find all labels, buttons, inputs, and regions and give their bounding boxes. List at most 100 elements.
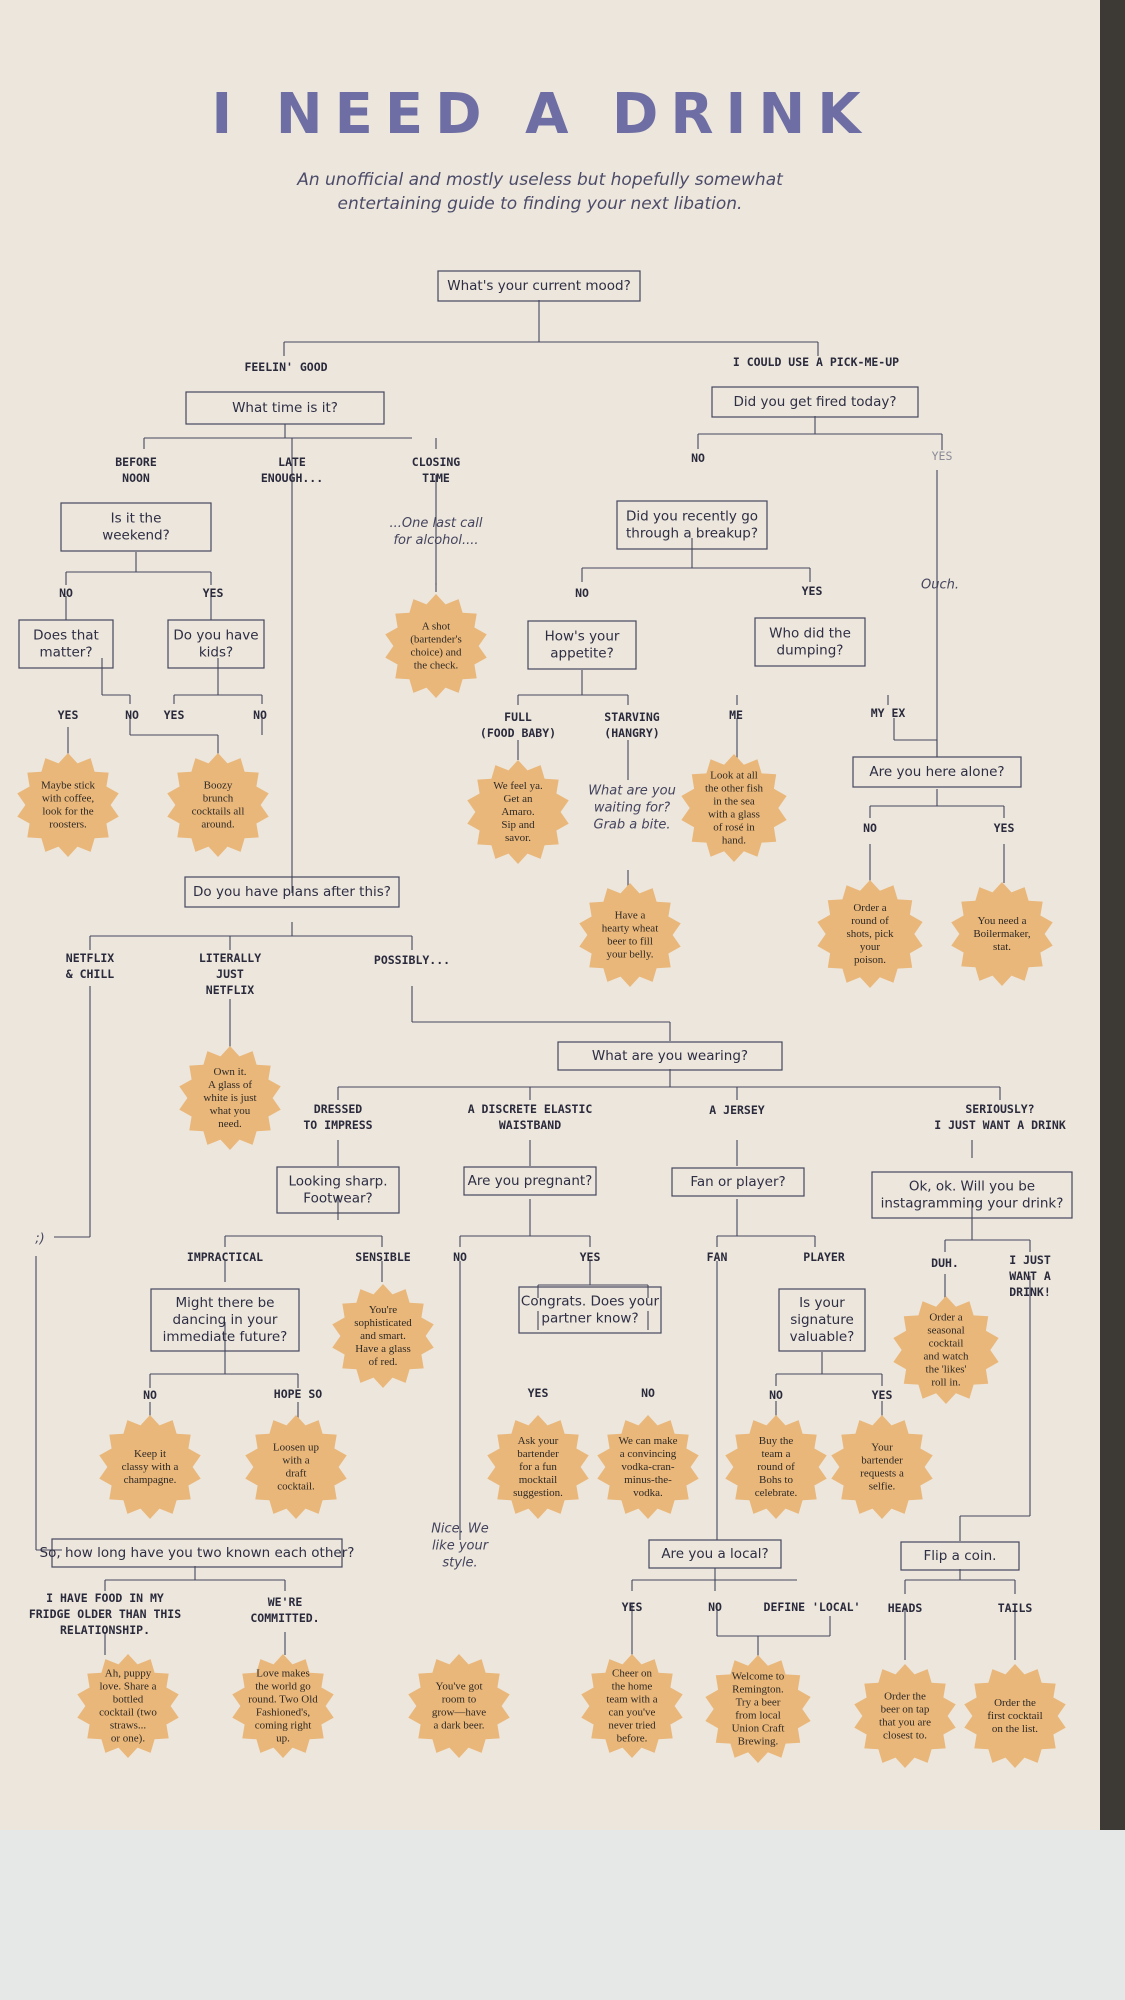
branch-label-possibly: POSSIBLY... bbox=[374, 953, 450, 967]
branch-label-my-ex: MY EX bbox=[871, 706, 906, 720]
branch-label-fired-no: NO bbox=[691, 451, 705, 465]
branch-label-sig-yes: YES bbox=[872, 1388, 893, 1402]
question-insta bbox=[871, 1171, 1073, 1219]
question-pregnant bbox=[463, 1166, 597, 1196]
answer-starburst-shot bbox=[385, 594, 487, 698]
branch-label-tails: TAILS bbox=[998, 1601, 1033, 1615]
question-text-known: So, how long have you two known each oth… bbox=[40, 1545, 355, 1561]
branch-label-pick-me-up: I COULD USE A PICK-ME-UP bbox=[733, 355, 899, 369]
answer-starburst-remington bbox=[705, 1655, 811, 1763]
branch-label-full: FULL(FOOD BABY) bbox=[480, 710, 556, 740]
answer-starburst-seasonal bbox=[893, 1296, 999, 1404]
question-text-time: What time is it? bbox=[232, 400, 338, 416]
question-text-local: Are you a local? bbox=[661, 1546, 768, 1562]
branch-label-local-yes: YES bbox=[622, 1600, 643, 1614]
question-known bbox=[51, 1538, 343, 1568]
branch-label-duh: DUH. bbox=[931, 1256, 959, 1270]
question-breakup bbox=[616, 500, 768, 550]
branch-label-player-lbl: PLAYER bbox=[803, 1250, 845, 1264]
question-alone bbox=[852, 756, 1022, 788]
branch-label-fan-lbl: FAN bbox=[707, 1250, 728, 1264]
branch-label-heads: HEADS bbox=[888, 1601, 923, 1615]
answer-starburst-mocktail bbox=[487, 1415, 589, 1519]
branch-label-breakup-yes: YES bbox=[802, 584, 823, 598]
branch-label-alone-yes: YES bbox=[994, 821, 1015, 835]
note-ouch: Ouch. bbox=[921, 578, 959, 593]
question-kids bbox=[167, 619, 265, 669]
answer-starburst-draft bbox=[245, 1415, 347, 1519]
answer-starburst-home-team bbox=[581, 1654, 683, 1758]
question-text-coin: Flip a coin. bbox=[924, 1548, 997, 1564]
question-partner bbox=[518, 1286, 662, 1334]
answer-starburst-coffee bbox=[17, 753, 119, 857]
answer-starburst-brunch bbox=[167, 753, 269, 857]
branch-label-preg-yes: YES bbox=[580, 1250, 601, 1264]
answer-starburst-dark-beer bbox=[408, 1654, 510, 1758]
answer-starburst-bohs bbox=[725, 1415, 827, 1519]
branch-label-matter-no: NO bbox=[125, 708, 139, 722]
question-signature bbox=[778, 1288, 866, 1352]
poster-subtitle: An unofficial and mostly useless but hop… bbox=[296, 170, 784, 214]
question-fired bbox=[711, 386, 919, 418]
branch-label-dance-no: NO bbox=[143, 1388, 157, 1402]
branch-label-alone-no: NO bbox=[863, 821, 877, 835]
branch-label-fired-yes: YES bbox=[932, 449, 953, 463]
branch-label-preg-no: NO bbox=[453, 1250, 467, 1264]
question-text-pregnant: Are you pregnant? bbox=[468, 1173, 593, 1189]
answer-starburst-vodka bbox=[597, 1415, 699, 1519]
branch-label-local-no: NO bbox=[708, 1600, 722, 1614]
wall-edge bbox=[1100, 0, 1125, 1830]
question-fan bbox=[671, 1167, 805, 1197]
answer-starburst-white bbox=[179, 1046, 281, 1150]
question-wearing bbox=[557, 1041, 783, 1071]
poster bbox=[0, 0, 1110, 1830]
branch-label-impractical: IMPRACTICAL bbox=[187, 1250, 263, 1264]
question-weekend bbox=[60, 502, 212, 552]
question-text-fan: Fan or player? bbox=[690, 1174, 785, 1190]
answer-starburst-red bbox=[332, 1284, 434, 1388]
question-dumping bbox=[754, 617, 866, 667]
question-text-alone: Are you here alone? bbox=[869, 764, 1004, 780]
branch-label-weekend-no: NO bbox=[59, 586, 73, 600]
branch-label-starving: STARVING(HANGRY) bbox=[604, 710, 659, 740]
question-time bbox=[185, 391, 385, 425]
question-text-mood: What's your current mood? bbox=[447, 278, 631, 294]
question-appetite bbox=[527, 620, 637, 670]
answer-starburst-amaro bbox=[467, 760, 569, 864]
question-text-fired: Did you get fired today? bbox=[733, 394, 896, 410]
answer-starburst-puppy bbox=[77, 1654, 179, 1758]
branch-label-breakup-no: NO bbox=[575, 586, 589, 600]
question-coin bbox=[900, 1541, 1020, 1571]
branch-label-matter-yes: YES bbox=[58, 708, 79, 722]
